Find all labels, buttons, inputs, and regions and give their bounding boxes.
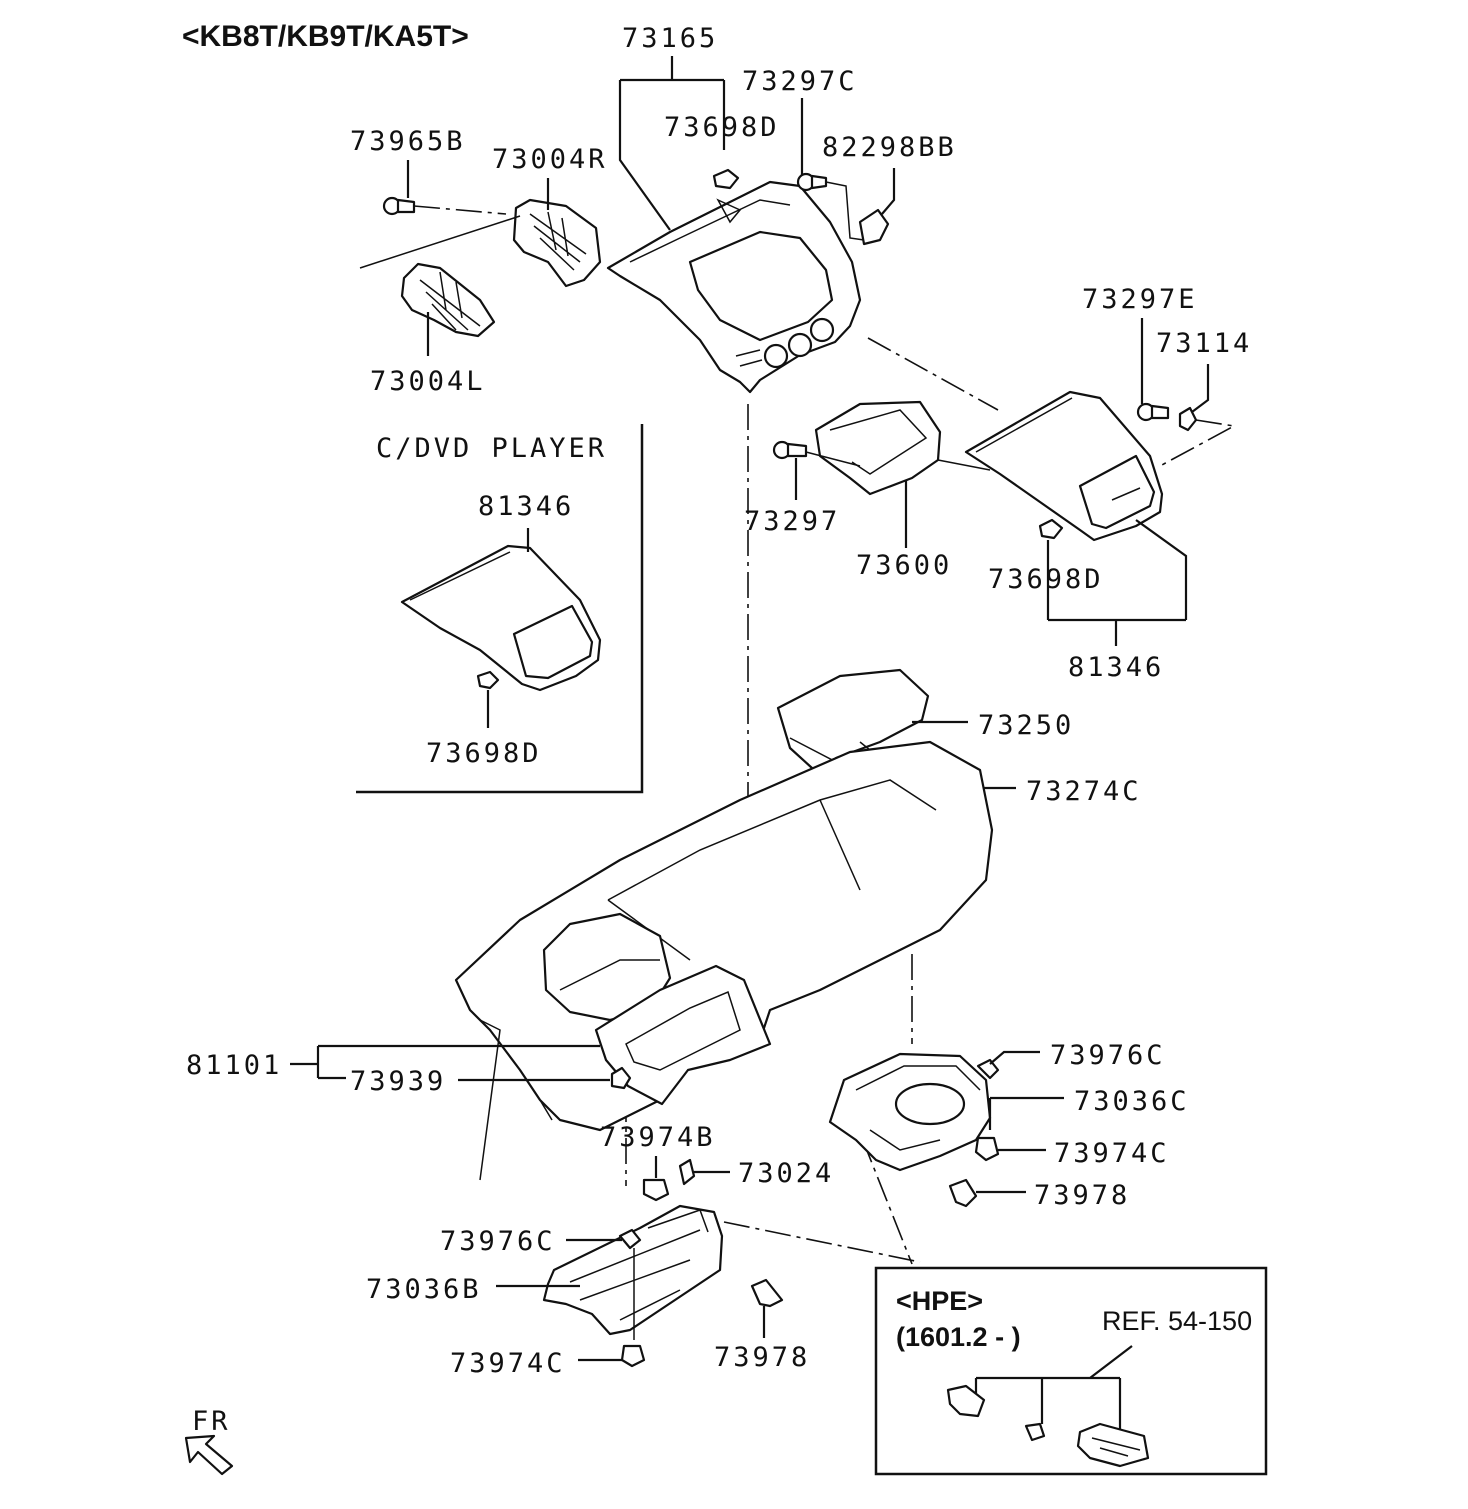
panel-81346-right[interactable]: [964, 390, 1164, 542]
label-73036B: 73036B: [366, 1274, 482, 1305]
panel-73600[interactable]: [814, 400, 942, 496]
label-81346-right: 81346: [1068, 652, 1164, 683]
bracket-82298BB[interactable]: [858, 208, 890, 246]
clip-73698D-right[interactable]: [1038, 518, 1064, 540]
diagram-title: <KB8T/KB9T/KA5T>: [182, 20, 469, 53]
label-73297: 73297: [744, 506, 840, 537]
clip-73698D-top[interactable]: [712, 168, 740, 190]
screw-73974C-bottom[interactable]: [620, 1344, 646, 1368]
cdvd-panel-81346[interactable]: [400, 544, 602, 692]
label-73024: 73024: [738, 1158, 834, 1189]
clip-73114[interactable]: [1178, 406, 1198, 432]
hpe-part-screw[interactable]: [1024, 1422, 1046, 1442]
hpe-ref: REF. 54-150: [1102, 1306, 1252, 1336]
label-73165: 73165: [622, 23, 718, 54]
label-73698D-right: 73698D: [988, 564, 1104, 595]
clip-73976C-right[interactable]: [976, 1058, 1000, 1080]
clip-73976C-left[interactable]: [618, 1228, 642, 1250]
screw-73974B[interactable]: [642, 1178, 670, 1202]
screw-73974C-right[interactable]: [974, 1136, 1000, 1162]
label-73974C-right: 73974C: [1054, 1138, 1170, 1169]
label-73939: 73939: [350, 1066, 446, 1097]
label-73976C-right: 73976C: [1050, 1040, 1166, 1071]
hpe-serial: (1601.2 - ): [896, 1322, 1021, 1352]
bracket-73036C[interactable]: [828, 1052, 992, 1172]
label-73036C: 73036C: [1074, 1086, 1190, 1117]
label-73974B: 73974B: [600, 1122, 716, 1153]
front-direction-arrow-icon: [184, 1434, 234, 1476]
fr-label: FR: [192, 1406, 231, 1437]
hpe-title: <HPE>: [896, 1286, 983, 1316]
clip-73024[interactable]: [678, 1158, 696, 1186]
label-73004L: 73004L: [370, 366, 486, 397]
label-73297E: 73297E: [1082, 284, 1198, 315]
cdvd-player-inset: C/DVD PLAYER 81346 73698D: [356, 424, 644, 794]
label-73974C-bottom: 73974C: [450, 1348, 566, 1379]
clip-73978-right[interactable]: [948, 1178, 978, 1208]
screw-73297[interactable]: [772, 440, 808, 460]
label-73600: 73600: [856, 550, 952, 581]
hpe-part-bracket[interactable]: [1076, 1422, 1150, 1468]
clip-73939[interactable]: [610, 1066, 632, 1090]
label-73965B: 73965B: [350, 126, 466, 157]
cdvd-inset-title: C/DVD PLAYER: [376, 433, 607, 464]
cdvd-top-label: 81346: [478, 491, 574, 522]
label-73297C: 73297C: [742, 66, 858, 97]
hpe-inset: <HPE> (1601.2 - ) REF. 54-150: [874, 1266, 1268, 1476]
cover-73250[interactable]: [776, 668, 930, 780]
label-82298BB: 82298BB: [822, 132, 957, 163]
label-73976C-left: 73976C: [440, 1226, 556, 1257]
label-73978-right: 73978: [1034, 1180, 1130, 1211]
cdvd-bottom-label: 73698D: [426, 738, 542, 769]
vent-73004L[interactable]: [400, 262, 496, 338]
instrument-panel-81101[interactable]: [454, 740, 994, 1181]
screw-73297E[interactable]: [1136, 402, 1170, 422]
label-73004R: 73004R: [492, 144, 608, 175]
label-73114: 73114: [1156, 328, 1252, 359]
vent-73004R[interactable]: [512, 198, 602, 288]
label-73698D-top: 73698D: [664, 112, 780, 143]
clip-73978-bottom[interactable]: [750, 1278, 784, 1308]
clip-73698D-cdvd[interactable]: [476, 670, 500, 690]
label-81101: 81101: [186, 1050, 282, 1081]
screw-73965B[interactable]: [382, 196, 416, 216]
label-73250: 73250: [978, 710, 1074, 741]
hpe-part-clip[interactable]: [946, 1384, 986, 1418]
meter-hood-73165[interactable]: [606, 180, 862, 394]
label-73978-bottom: 73978: [714, 1342, 810, 1373]
bracket-73036B[interactable]: [542, 1204, 724, 1336]
label-73274C: 73274C: [1026, 776, 1142, 807]
screw-73297C[interactable]: [796, 172, 828, 192]
